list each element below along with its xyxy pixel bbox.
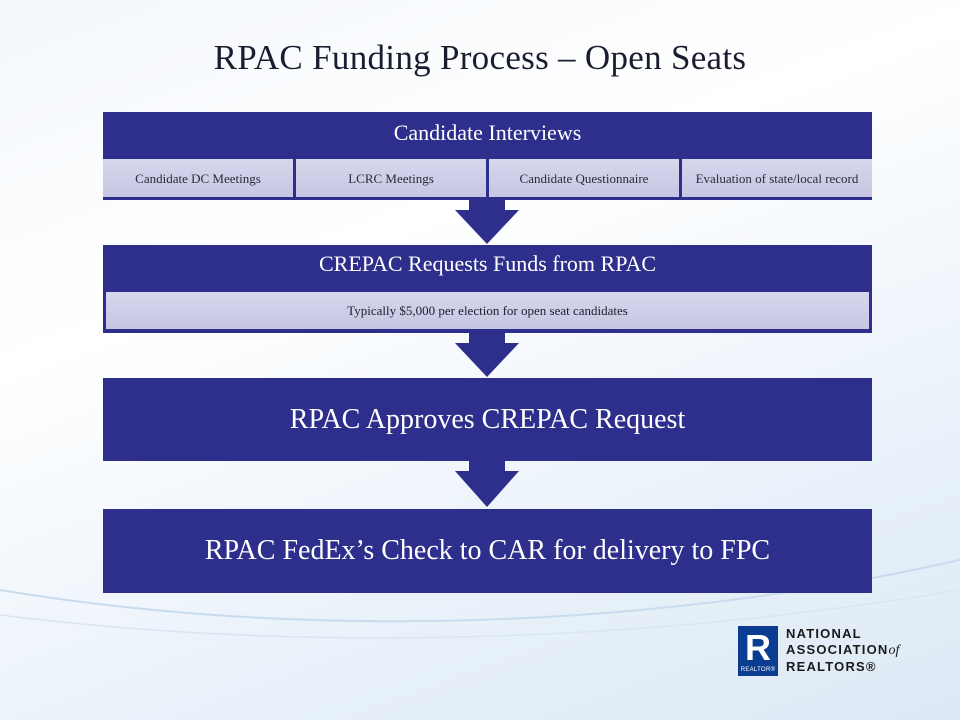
logo-line-2-text: ASSOCIATION — [786, 642, 889, 657]
step-heading: RPAC Approves CREPAC Request — [289, 403, 686, 435]
step-candidate-interviews: Candidate Interviews Candidate DC Meetin… — [103, 112, 872, 200]
realtor-mark-caption: REALTOR® — [740, 667, 776, 673]
sub-item-dc-meetings: Candidate DC Meetings — [103, 159, 293, 197]
realtor-mark-icon: R REALTOR® — [738, 626, 778, 676]
sub-item-lcrc-meetings: LCRC Meetings — [296, 159, 486, 197]
logo-line-2: ASSOCIATIONof — [786, 642, 899, 659]
down-arrow-icon — [455, 331, 519, 377]
step-rpac-approves: RPAC Approves CREPAC Request — [103, 378, 872, 461]
nar-logo: R REALTOR® NATIONAL ASSOCIATIONof REALTO… — [738, 626, 918, 682]
logo-line-1: NATIONAL — [786, 626, 862, 641]
down-arrow-icon — [455, 459, 519, 507]
sub-items-row: Candidate DC Meetings LCRC Meetings Cand… — [103, 159, 872, 197]
realtor-mark-letter: R — [745, 627, 771, 668]
page-title: RPAC Funding Process – Open Seats — [213, 38, 747, 77]
step-rpac-fedex-check: RPAC FedEx’s Check to CAR for delivery t… — [103, 509, 872, 593]
sub-item-questionnaire: Candidate Questionnaire — [489, 159, 679, 197]
step-detail: Typically $5,000 per election for open s… — [106, 292, 869, 329]
logo-line-3: REALTORS® — [786, 659, 877, 674]
step-crepac-requests: CREPAC Requests Funds from RPAC Typicall… — [103, 245, 872, 333]
step-heading: RPAC FedEx’s Check to CAR for delivery t… — [204, 535, 771, 566]
down-arrow-icon — [455, 198, 519, 244]
sub-item-evaluation: Evaluation of state/local record — [682, 159, 872, 197]
logo-wordmark: NATIONAL ASSOCIATIONof REALTORS® — [786, 626, 899, 675]
logo-line-2-suffix: of — [888, 643, 900, 658]
step-heading: CREPAC Requests Funds from RPAC — [318, 251, 656, 276]
step-heading: Candidate Interviews — [393, 120, 582, 145]
